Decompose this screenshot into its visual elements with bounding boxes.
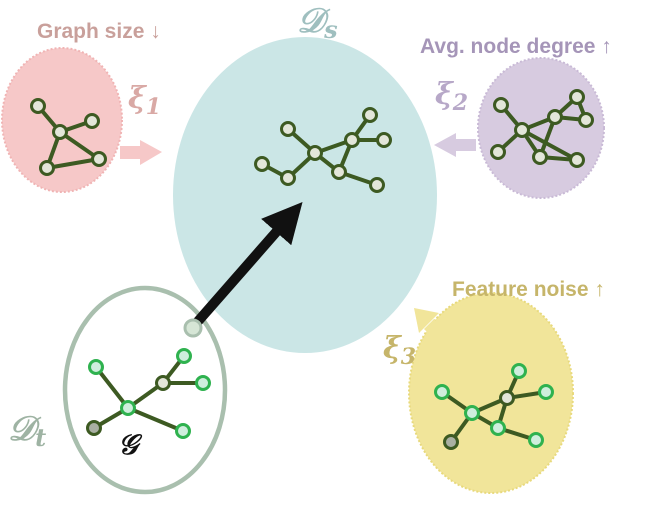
graph-size-blob xyxy=(1,47,123,193)
main-shift-arrow xyxy=(189,201,303,331)
shift-arrow-degree xyxy=(434,133,476,157)
source-graph xyxy=(254,107,392,193)
xi2-label: ξ2 xyxy=(435,77,468,116)
source-domain-label: 𝒟s xyxy=(297,1,338,44)
target-graph xyxy=(86,348,211,439)
xi3-label: ξ3 xyxy=(383,331,416,370)
target-domain-label: 𝒟t xyxy=(8,409,46,452)
graph-label: 𝒢 xyxy=(118,428,143,461)
shift-arrow-noise xyxy=(414,308,451,346)
shift-arrow-graph-size xyxy=(120,140,162,165)
target-domain-ellipse xyxy=(62,285,228,495)
degree-label: Avg. node degree ↑ xyxy=(420,35,612,58)
xi1-label: ξ1 xyxy=(128,81,161,120)
degree-graph xyxy=(490,89,594,168)
arrow-origin-dot xyxy=(183,318,203,338)
graph-size-graph xyxy=(30,98,107,176)
feature-noise-label: Feature noise ↑ xyxy=(452,278,605,301)
noise-graph xyxy=(434,363,554,450)
degree-blob xyxy=(477,57,605,199)
graph-size-label: Graph size ↓ xyxy=(37,20,161,43)
